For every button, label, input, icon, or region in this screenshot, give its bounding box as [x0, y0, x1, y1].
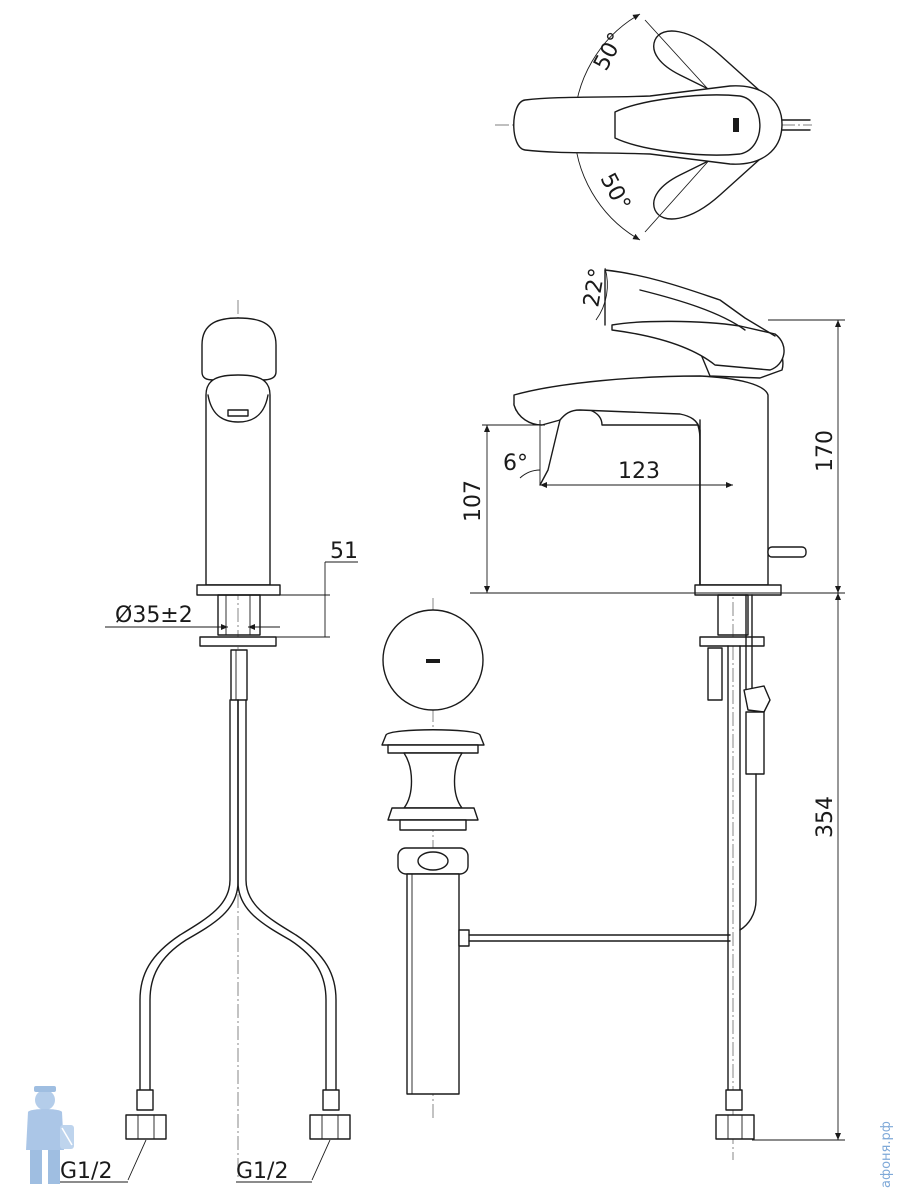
top-view-body	[513, 85, 783, 165]
waste-ring	[387, 807, 479, 821]
popup-knob[interactable]	[767, 546, 807, 558]
waste-tailpiece	[406, 873, 460, 1095]
waste-nut-top	[399, 819, 467, 831]
deck-thickness-label: 51	[330, 539, 358, 564]
front-lever-knob	[201, 317, 277, 381]
popup-cable	[739, 773, 757, 931]
hose-left-ferrule	[136, 1089, 154, 1111]
side-lever-raised	[604, 269, 776, 337]
waste-nut-hole	[417, 851, 449, 871]
linkage-pivot	[458, 929, 470, 947]
waste-flange	[387, 744, 479, 754]
spout-height-label: 107	[461, 480, 486, 522]
front-mount-shank	[217, 594, 261, 636]
hose-right-inner	[237, 699, 327, 1106]
lever-tilt-label: 22°	[579, 266, 610, 309]
side-mount-plate	[699, 636, 765, 647]
hot-cold-indicator	[733, 118, 739, 132]
watermark-text: афоня.рф	[879, 1121, 894, 1188]
lever-tilt-arc	[595, 267, 608, 321]
side-nut	[715, 1114, 755, 1140]
front-aerator-outlet	[227, 409, 249, 417]
spout-reach-label: 123	[618, 459, 660, 484]
thread-right-leader	[311, 1139, 331, 1181]
waste-cap	[381, 729, 485, 746]
side-lever	[611, 320, 785, 371]
top-view-lever	[614, 94, 761, 156]
popup-waste	[381, 598, 731, 1120]
hose-right-ferrule	[322, 1089, 340, 1111]
front-base	[196, 584, 281, 596]
front-body	[205, 374, 271, 586]
side-ferrule	[725, 1089, 743, 1111]
front-aerator	[207, 394, 269, 423]
waste-plug-slot	[426, 659, 440, 663]
total-height-label: 170	[813, 430, 838, 472]
front-view: G1/2 G1/2 51 Ø35±2	[60, 300, 358, 1184]
top-view: 50° 50°	[495, 13, 812, 241]
hole-diameter-label: Ø35±2	[115, 603, 193, 628]
side-lever-raised-inner	[639, 289, 746, 331]
watermark: афоня.рф	[26, 1086, 894, 1188]
hose-left-nut	[125, 1114, 167, 1140]
hose-right-outer	[245, 699, 337, 1106]
popup-strap	[745, 711, 765, 775]
front-mount-stud	[230, 649, 248, 701]
thread-right-label: G1/2	[236, 1159, 288, 1184]
side-view: 22° 6° 123 107 170 354	[461, 266, 845, 1160]
hose-length-label: 354	[813, 796, 838, 838]
spout-mouth	[539, 419, 561, 486]
hose-left-inner	[149, 699, 239, 1106]
hose-right-nut	[309, 1114, 351, 1140]
angle-label-upper: 50°	[589, 29, 629, 75]
plumber-mascot-logo	[26, 1086, 74, 1184]
thread-left-leader	[127, 1139, 147, 1181]
spout-angle-label: 6°	[503, 451, 528, 476]
thread-left-label: G1/2	[60, 1159, 112, 1184]
waste-body	[403, 752, 463, 809]
front-mount-plate	[199, 636, 277, 647]
side-shank	[717, 594, 749, 636]
side-base	[694, 584, 782, 596]
side-mount-stud	[707, 647, 723, 701]
hose-left-outer	[139, 699, 231, 1106]
popup-clip	[743, 685, 771, 713]
angle-label-lower: 50°	[595, 169, 635, 215]
spout-angle-arc	[519, 469, 541, 479]
